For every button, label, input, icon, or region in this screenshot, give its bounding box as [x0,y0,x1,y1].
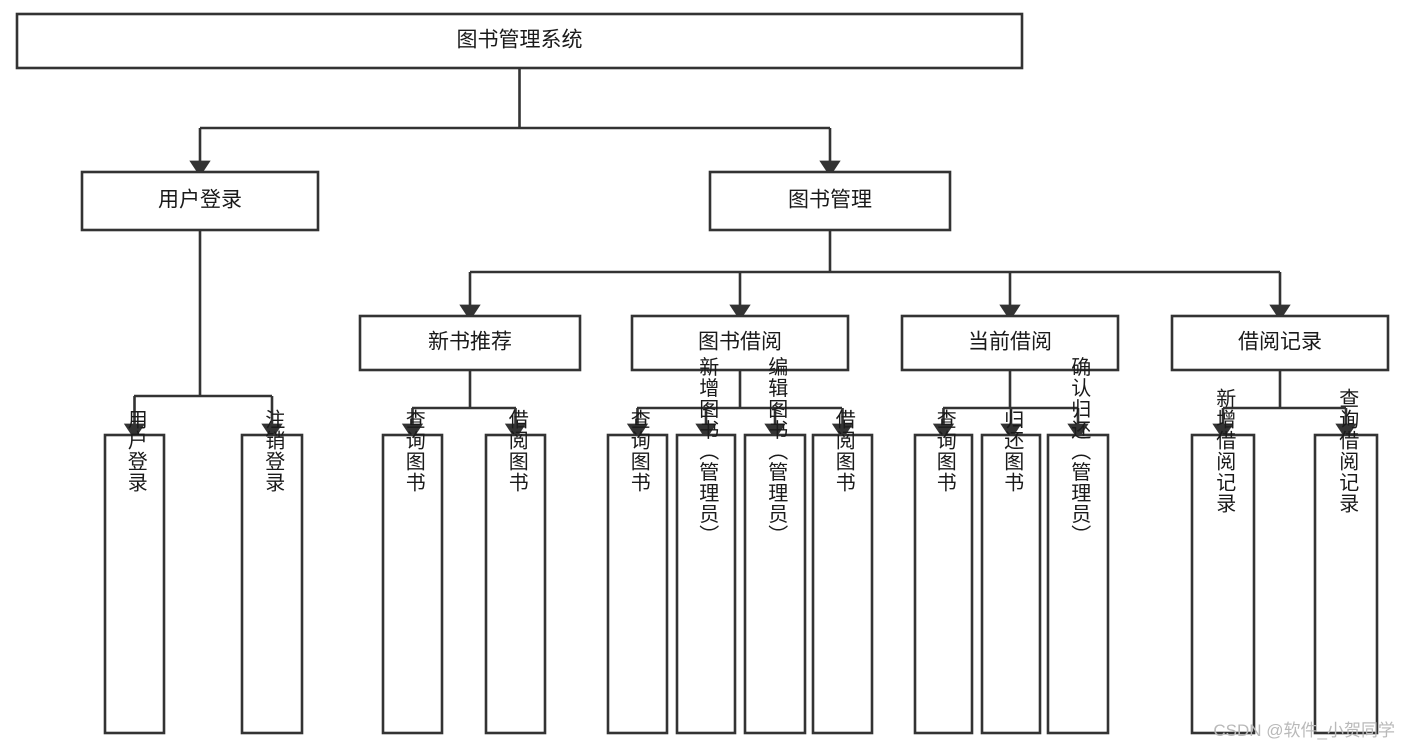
node-label-current-borrow: 当前借阅 [968,331,1052,354]
node-label-book-borrow: 图书借阅 [698,331,782,354]
node-book-manage[interactable]: 图书管理 [708,170,952,232]
node-box-leaf-edit-book [743,433,807,735]
node-leaf-query-record[interactable]: 查询借阅记录 [1313,388,1379,735]
node-box-leaf-query-record [1313,433,1379,735]
edges-layer [123,68,1357,440]
node-box-book-manage [708,170,952,232]
node-leaf-query-book-1[interactable]: 查询图书 [381,409,444,735]
node-label-leaf-borrow-book-1: 借阅图书 [505,409,528,493]
node-label-leaf-query-book-1: 查询图书 [402,409,425,493]
node-box-leaf-confirm-return [1046,433,1110,735]
node-box-leaf-query-book-1 [381,433,444,735]
node-label-leaf-return-book: 归还图书 [1001,409,1024,493]
node-label-leaf-confirm-return: 确认归还（管理员） [1068,356,1091,545]
node-leaf-edit-book[interactable]: 编辑图书（管理员） [743,356,807,735]
node-label-user-login: 用户登录 [158,189,242,212]
node-current-borrow[interactable]: 当前借阅 [900,314,1120,372]
node-new-book-rec[interactable]: 新书推荐 [358,314,582,372]
node-leaf-add-book[interactable]: 新增图书（管理员） [675,356,737,735]
node-book-borrow[interactable]: 图书借阅 [630,314,850,372]
node-box-leaf-borrow-book-2 [811,433,874,735]
node-box-leaf-user-login [103,433,166,735]
node-label-leaf-query-book-3: 查询图书 [933,409,956,493]
node-box-book-borrow [630,314,850,372]
node-label-leaf-logout: 注销登录 [262,409,285,493]
node-box-leaf-query-book-3 [913,433,974,735]
node-box-leaf-add-record [1190,433,1256,735]
node-leaf-borrow-book-2[interactable]: 借阅图书 [811,409,874,735]
node-box-user-login [80,170,320,232]
node-label-borrow-record: 借阅记录 [1238,331,1322,354]
node-leaf-borrow-book-1[interactable]: 借阅图书 [484,409,547,735]
node-root[interactable]: 图书管理系统 [15,12,1024,70]
node-label-book-manage: 图书管理 [788,189,872,212]
node-leaf-logout[interactable]: 注销登录 [240,409,304,735]
node-borrow-record[interactable]: 借阅记录 [1170,314,1390,372]
node-label-leaf-add-record: 新增借阅记录 [1213,388,1236,514]
node-user-login[interactable]: 用户登录 [80,170,320,232]
node-box-current-borrow [900,314,1120,372]
node-box-borrow-record [1170,314,1390,372]
node-leaf-query-book-3[interactable]: 查询图书 [913,409,974,735]
node-box-root [15,12,1024,70]
node-box-leaf-borrow-book-1 [484,433,547,735]
node-label-root: 图书管理系统 [457,29,583,52]
node-box-leaf-logout [240,433,304,735]
node-label-leaf-add-book: 新增图书（管理员） [696,356,719,545]
node-leaf-add-record[interactable]: 新增借阅记录 [1190,388,1256,735]
node-label-leaf-user-login: 用户登录 [124,409,147,493]
node-leaf-user-login[interactable]: 用户登录 [103,409,166,735]
node-box-leaf-query-book-2 [606,433,669,735]
node-box-new-book-rec [358,314,582,372]
node-leaf-confirm-return[interactable]: 确认归还（管理员） [1046,356,1110,735]
node-label-leaf-edit-book: 编辑图书（管理员） [765,356,788,545]
node-box-leaf-add-book [675,433,737,735]
node-label-leaf-query-book-2: 查询图书 [627,409,650,493]
node-label-leaf-borrow-book-2: 借阅图书 [832,409,855,493]
nodes-layer: 图书管理系统用户登录图书管理新书推荐图书借阅当前借阅借阅记录用户登录注销登录查询… [15,12,1390,735]
node-leaf-query-book-2[interactable]: 查询图书 [606,409,669,735]
node-box-leaf-return-book [980,433,1042,735]
node-label-new-book-rec: 新书推荐 [428,331,512,354]
node-label-leaf-query-record: 查询借阅记录 [1336,388,1359,514]
node-leaf-return-book[interactable]: 归还图书 [980,409,1042,735]
